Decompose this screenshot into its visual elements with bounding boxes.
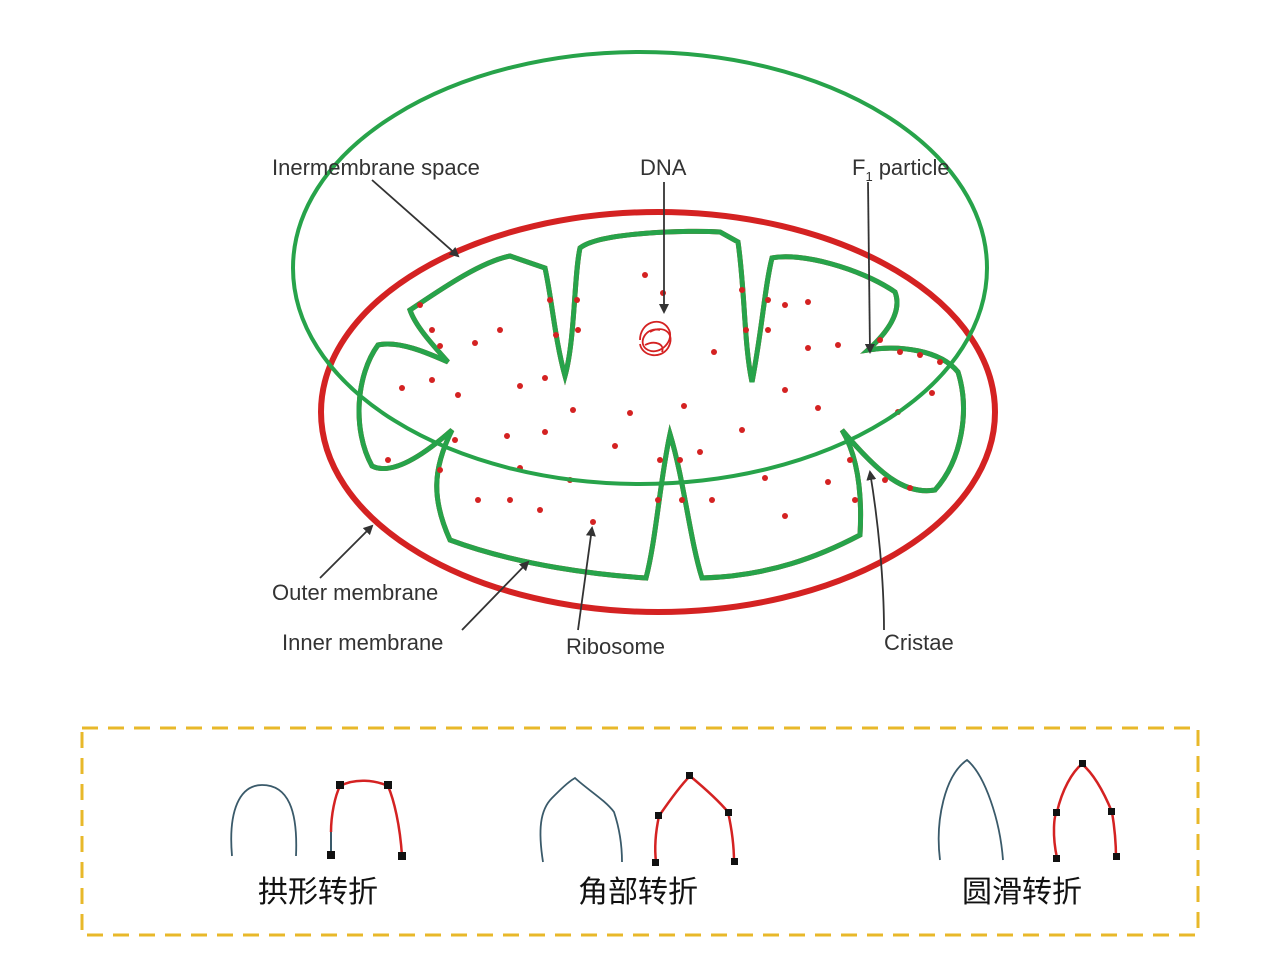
label-outer-membrane: Outer membrane: [272, 580, 438, 605]
legend-label-corner: 角部转折: [578, 875, 698, 910]
smooth-curve-red: [1052, 762, 1118, 859]
legend-item-arch: 拱形转折: [230, 779, 406, 910]
label-intermembrane-space: Inermembrane space: [272, 155, 480, 180]
label-cristae: Cristae: [884, 630, 954, 655]
label-f1-prefix: F: [852, 155, 865, 180]
highlight-ellipse: [291, 50, 989, 486]
arch-curve-red: [329, 779, 404, 857]
smooth-curve-plain: [937, 758, 1004, 861]
legend-box: [80, 726, 1200, 937]
ribosome-dots: [399, 272, 935, 525]
legend-item-corner: 角部转折: [539, 772, 738, 910]
label-inner-membrane: Inner membrane: [282, 630, 443, 655]
label-f1-particle: F1 particle: [852, 155, 950, 184]
legend-item-smooth: 圆滑转折: [937, 758, 1120, 910]
legend-label-smooth: 圆滑转折: [962, 875, 1082, 910]
label-f1-sub: 1: [865, 169, 872, 184]
inner-membrane-highlight: [356, 228, 966, 581]
dna-coil: [639, 320, 672, 357]
label-ribosome: Ribosome: [566, 634, 665, 659]
leader-arrows: [319, 179, 885, 631]
outer-membrane-shape: [318, 209, 998, 615]
corner-curve-red: [653, 774, 736, 863]
label-f1-suffix: particle: [879, 155, 950, 180]
arch-curve-plain: [230, 784, 298, 857]
legend-label-arch: 拱形转折: [258, 875, 378, 910]
f1-particle-knobs: [385, 287, 943, 503]
label-dna: DNA: [640, 155, 687, 180]
corner-curve-plain: [539, 776, 623, 863]
